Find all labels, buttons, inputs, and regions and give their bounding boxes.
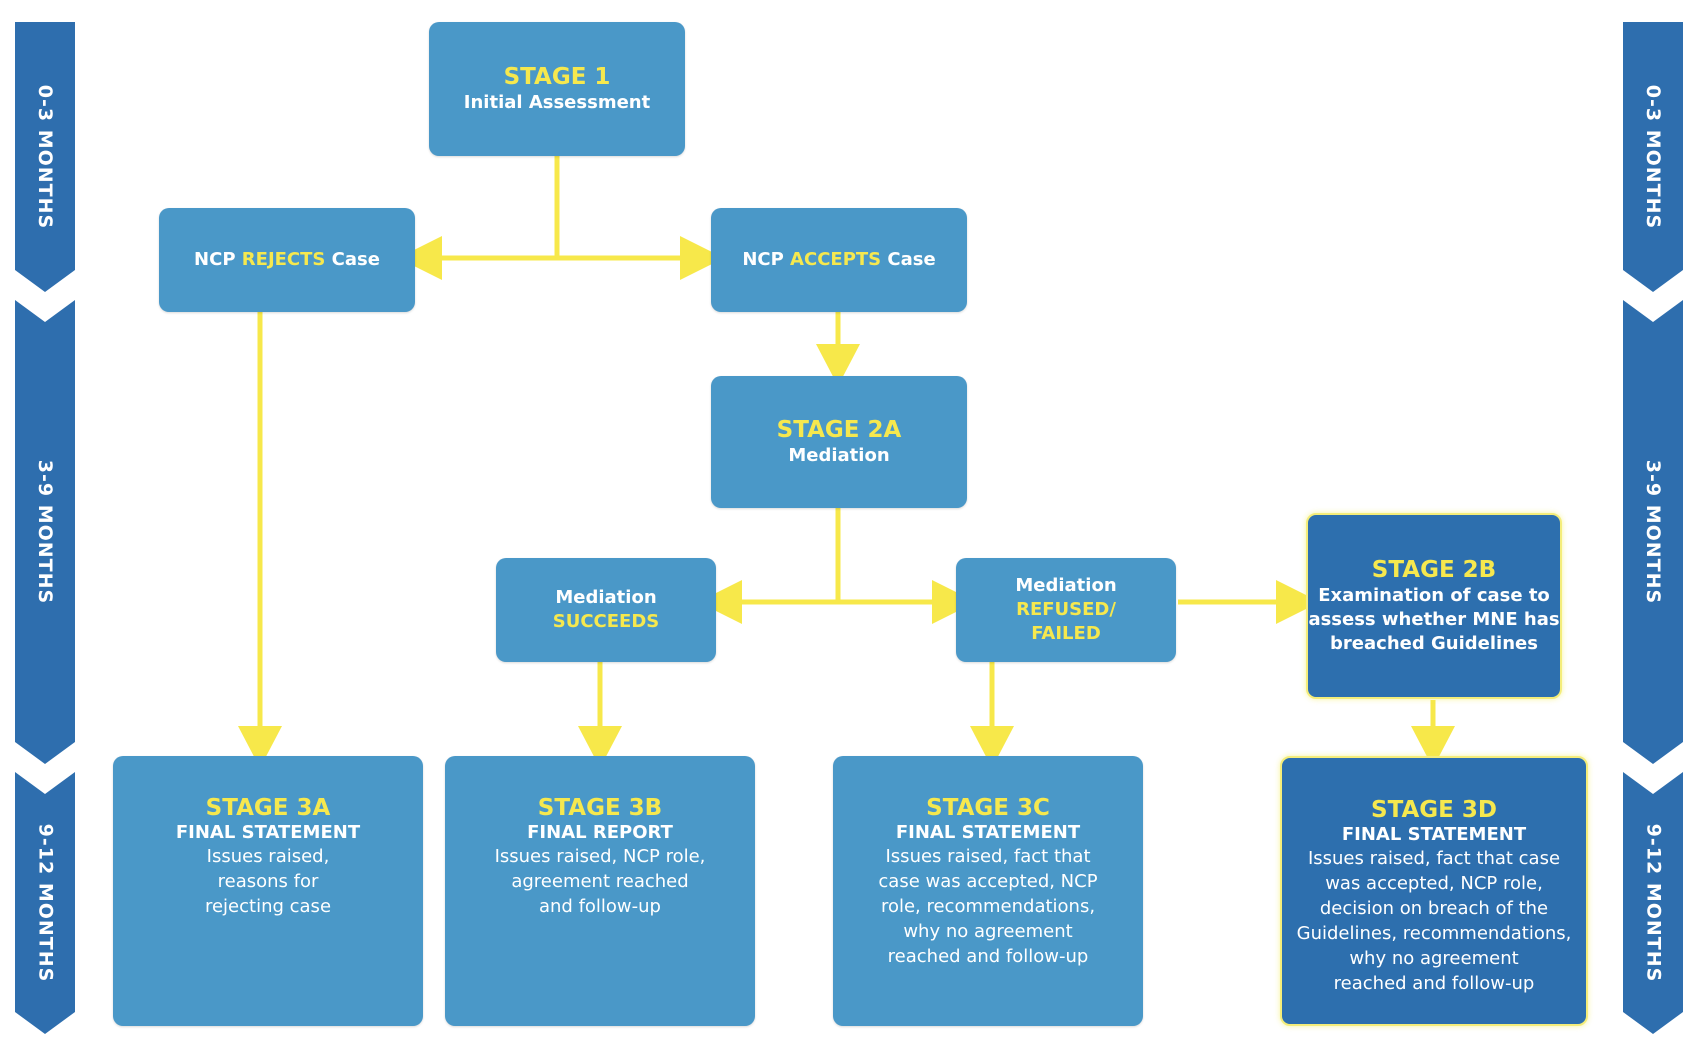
timeline-left-segment-1 — [15, 22, 75, 292]
ncp-accepts-label: NCP ACCEPTS Case — [742, 248, 935, 272]
timeline-left-segment-2 — [15, 300, 75, 764]
arrowhead-to-stage3a — [238, 726, 282, 768]
ncp-rejects-box: NCP REJECTS Case — [159, 208, 415, 312]
timeline-label: 3-9 MONTHS — [34, 459, 57, 605]
timeline-label: 3-9 MONTHS — [1642, 459, 1665, 605]
timeline-right-9-12: 9-12 MONTHS — [1623, 772, 1683, 1034]
stage3a-line: rejecting case — [204, 896, 332, 917]
ncp-rejects-label: NCP REJECTS Case — [194, 248, 380, 272]
stage3b-title: STAGE 3B — [537, 795, 663, 821]
stage2b-title: STAGE 2B — [1371, 557, 1497, 583]
mediation-succeeds-box: Mediation SUCCEEDS — [496, 558, 716, 662]
stage2a-box: STAGE 2A Mediation — [711, 376, 967, 508]
arrowhead-to-accepts — [680, 236, 724, 280]
stage3b-line: agreement reached — [511, 871, 689, 892]
stage3c-line: reached and follow-up — [887, 946, 1089, 967]
stage3b-subtitle: FINAL REPORT — [527, 822, 673, 843]
stage3d-line: why no agreement — [1349, 948, 1519, 969]
timeline-right-segment-3 — [1623, 772, 1683, 1034]
timeline-label: 0-3 MONTHS — [34, 84, 57, 230]
ncp-rejects-suffix: Case — [325, 249, 380, 270]
stage3c-line: role, recommendations, — [880, 896, 1096, 917]
stage2a-subtitle: Mediation — [788, 445, 890, 466]
stage3d-line: Guidelines, recommendations, — [1296, 923, 1572, 944]
ncp-accepts-prefix: NCP — [742, 249, 791, 270]
ncp-rejects-highlight: REJECTS — [241, 249, 326, 270]
stage3a-line: Issues raised, — [206, 846, 330, 867]
arrowhead-to-stage3b — [578, 726, 622, 768]
ncp-accepts-highlight: ACCEPTS — [790, 249, 882, 270]
timeline-left-3-9: 3-9 MONTHS — [15, 300, 75, 764]
mediation-succeeds-line1: Mediation — [555, 587, 657, 608]
stage3c-line: case was accepted, NCP — [878, 871, 1098, 892]
stage3a-line: reasons for — [217, 871, 319, 892]
ncp-rejects-prefix: NCP — [194, 249, 242, 270]
stage3d-box: STAGE 3D FINAL STATEMENT Issues raised, … — [1280, 756, 1588, 1026]
stage3d-title: STAGE 3D — [1371, 797, 1497, 823]
stage3c-line: Issues raised, fact that — [885, 846, 1091, 867]
stage3c-line: why no agreement — [903, 921, 1073, 942]
stage3d-line: reached and follow-up — [1333, 973, 1535, 994]
stage2b-line: assess whether MNE has — [1308, 609, 1560, 630]
timeline-label: 0-3 MONTHS — [1642, 84, 1665, 230]
stage2b-line: breached Guidelines — [1330, 633, 1538, 654]
stage3d-line: was accepted, NCP role, — [1325, 873, 1543, 894]
stage3b-line: and follow-up — [538, 896, 661, 917]
stage3b-line: Issues raised, NCP role, — [494, 846, 706, 867]
stage2b-line: Examination of case to — [1318, 585, 1550, 606]
stage3a-box: STAGE 3A FINAL STATEMENT Issues raised, … — [113, 756, 423, 1026]
stage1-title: STAGE 1 — [503, 64, 611, 90]
stage2b-box: STAGE 2B Examination of case to assess w… — [1306, 513, 1562, 699]
timeline-label: 9-12 MONTHS — [34, 823, 57, 983]
arrowhead-to-stage2a — [816, 344, 860, 386]
stage3c-subtitle: FINAL STATEMENT — [895, 822, 1081, 843]
timeline-right-3-9: 3-9 MONTHS — [1623, 300, 1683, 764]
timeline-left-segment-3 — [15, 772, 75, 1034]
stage3c-title: STAGE 3C — [926, 795, 1050, 821]
timeline-right-segment-1 — [1623, 22, 1683, 292]
stage3d-line: decision on breach of the — [1319, 898, 1549, 919]
arrowhead-to-failed — [932, 580, 976, 624]
stage3a-title: STAGE 3A — [205, 795, 331, 821]
arrowhead-to-stage3c — [970, 726, 1014, 768]
ncp-accepts-box: NCP ACCEPTS Case — [711, 208, 967, 312]
timeline-left-0-3: 0-3 MONTHS — [15, 22, 75, 292]
mediation-failed-box: Mediation REFUSED/ FAILED — [956, 558, 1176, 662]
timeline-right-0-3: 0-3 MONTHS — [1623, 22, 1683, 292]
mediation-failed-highlight-2: FAILED — [1031, 623, 1101, 644]
timeline-left-9-12: 9-12 MONTHS — [15, 772, 75, 1034]
arrowhead-to-stage2b — [1276, 580, 1320, 624]
mediation-succeeds-highlight: SUCCEEDS — [552, 611, 660, 632]
stage3c-box: STAGE 3C FINAL STATEMENT Issues raised, … — [833, 756, 1143, 1026]
timeline-label: 9-12 MONTHS — [1642, 823, 1665, 983]
arrowhead-to-rejects — [398, 236, 442, 280]
stage2a-title: STAGE 2A — [776, 417, 902, 443]
arrowhead-to-stage3d — [1411, 726, 1455, 768]
mediation-failed-highlight-1: REFUSED/ — [1016, 599, 1116, 620]
stage3a-subtitle: FINAL STATEMENT — [175, 822, 361, 843]
timeline-right-segment-2 — [1623, 300, 1683, 764]
arrowhead-to-succeeds — [698, 580, 742, 624]
stage3b-box: STAGE 3B FINAL REPORT Issues raised, NCP… — [445, 756, 755, 1026]
mediation-failed-line1: Mediation — [1015, 575, 1117, 596]
stage3d-subtitle: FINAL STATEMENT — [1341, 824, 1527, 845]
stage1-box: STAGE 1 Initial Assessment — [429, 22, 685, 156]
ncp-accepts-suffix: Case — [881, 249, 936, 270]
stage3d-line: Issues raised, fact that case — [1307, 848, 1561, 869]
stage1-subtitle: Initial Assessment — [463, 92, 651, 113]
